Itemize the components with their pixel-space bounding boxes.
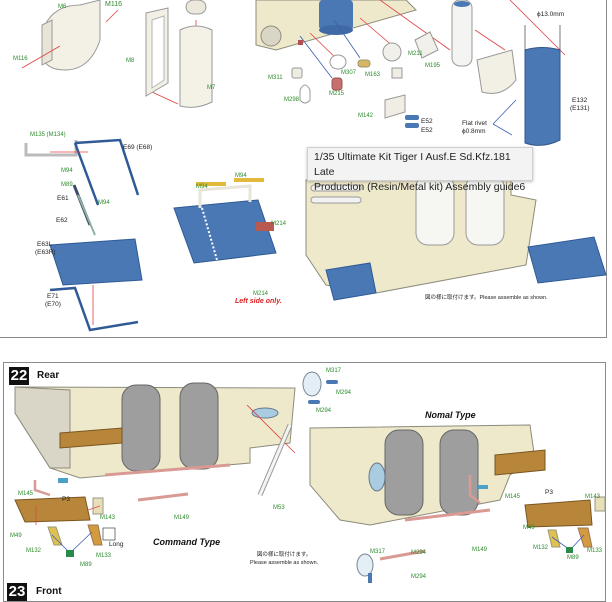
label-22l-m145: M145: [18, 491, 34, 497]
label-22l-m89: M89: [80, 562, 92, 568]
label-e69: E69 (E68): [123, 144, 153, 151]
hull-rear-render-top: [255, 0, 417, 51]
label-22r-m132: M132: [533, 545, 549, 551]
label-22r-m294-b: M294: [316, 408, 332, 414]
label-22l-p3: P3: [62, 496, 70, 503]
normal-type-title: Nomal Type: [425, 410, 476, 420]
exhaust-cover-m7-illustration: [179, 0, 213, 108]
step-23-number: 23: [7, 583, 27, 601]
label-22r-m145: M145: [505, 494, 521, 500]
label-22r-m49: M49: [523, 525, 535, 531]
command-type-exploded-parts: [14, 424, 293, 557]
label-m94-c: M94: [196, 184, 208, 190]
assemble-note-step22: 図の様に取付けます。 Please assemble as shown.: [250, 551, 318, 567]
label-22r-p3: P3: [545, 489, 553, 496]
label-22r-m89: M89: [567, 555, 579, 561]
label-m311: M311: [268, 75, 283, 81]
label-m8: M8: [126, 58, 135, 64]
label-22l-m133: M133: [96, 553, 112, 559]
label-e70: (E70): [45, 301, 61, 308]
label-m94-d: M94: [235, 173, 247, 179]
label-e52-a: E52: [421, 118, 433, 125]
step-22-title: Rear: [37, 370, 60, 381]
label-m116-left: M116: [13, 56, 28, 62]
label-22l-m132: M132: [26, 548, 42, 554]
label-flat-rivet: Flat rivet: [462, 120, 487, 127]
label-m116-top: M116: [104, 1, 123, 8]
label-22r-m294-c: M294: [411, 550, 427, 556]
label-m215: M215: [329, 91, 345, 97]
step-23-title: Front: [36, 586, 62, 597]
bracket-m6-illustration: [41, 0, 101, 71]
exhaust-guard-bracket-illustration: [476, 49, 517, 94]
label-e63l: E63L: [37, 241, 53, 248]
tooltip-line-2: Production (Resin/Metal kit) Assembly gu…: [314, 181, 526, 193]
fender-exploded-illustration: [24, 138, 143, 332]
label-m89: M89: [61, 182, 73, 188]
label-diameter-13mm: ϕ13.0mm: [537, 11, 565, 18]
hull-with-fenders-render: [305, 174, 607, 301]
label-e132: E132: [572, 97, 588, 104]
label-22l-m49: M49: [10, 533, 22, 539]
label-m7: M7: [207, 85, 216, 91]
exhaust-shield-e132-illustration: [524, 25, 561, 146]
command-type-title: Command Type: [153, 537, 221, 547]
label-m214-b: M214: [253, 291, 269, 297]
label-m135: M135 (M134): [30, 132, 66, 138]
label-m307: M307: [341, 70, 357, 76]
command-type-hull-render: [14, 382, 296, 479]
label-22l-m149: M149: [174, 515, 190, 521]
label-22r-m294-a: M294: [336, 390, 352, 396]
label-22r-m149: M149: [472, 547, 488, 553]
small-parts-cluster: [291, 31, 439, 128]
label-22r-m317-b: M317: [370, 549, 386, 555]
label-flat-rivet-diameter: ϕ0.8mm: [462, 128, 486, 135]
tooltip-line-1: 1/35 Ultimate Kit Tiger I Ausf.E Sd.Kfz.…: [314, 151, 511, 178]
normal-type-exploded-parts: [356, 475, 606, 583]
image-title-tooltip: 1/35 Ultimate Kit Tiger I Ausf.E Sd.Kfz.…: [307, 147, 533, 193]
label-e63r: (E63R): [35, 249, 56, 256]
label-m94-a: M94: [61, 168, 73, 174]
left-side-only-note: Left side only.: [235, 298, 282, 305]
label-e71: E71: [47, 293, 59, 300]
normal-type-hull-render: [309, 424, 546, 526]
assemble-note-jp: 図の様に取付けます。: [256, 552, 312, 558]
guide-lines-top-middle: [299, 0, 566, 136]
label-m163: M163: [365, 72, 381, 78]
label-e61: E61: [57, 195, 69, 202]
label-e131: (E131): [570, 105, 590, 112]
label-e62: E62: [56, 217, 68, 224]
label-e52-b: E52: [421, 127, 433, 134]
label-m298: M298: [284, 97, 300, 103]
label-m6: M6: [58, 4, 67, 10]
label-m94-b: M94: [98, 200, 110, 206]
label-m211: M211: [408, 51, 423, 57]
label-m214-a: M214: [271, 221, 287, 227]
fender-assembled-illustration: [173, 178, 277, 264]
normal-type-parts-top: [302, 371, 338, 404]
label-22l-m143: M143: [100, 515, 116, 521]
label-22l-long: Long: [109, 541, 124, 548]
exhaust-tube-illustration: [451, 0, 473, 67]
step-22-number: 22: [9, 367, 29, 385]
assemble-note-en: Please assemble as shown.: [250, 560, 319, 566]
label-22r-m133: M133: [587, 548, 603, 554]
label-22r-m143: M143: [585, 494, 601, 500]
label-22r-m294-d: M294: [411, 574, 427, 580]
label-22l-m53: M53: [273, 505, 285, 511]
label-22r-m317-a: M317: [326, 368, 342, 374]
label-m142: M142: [358, 113, 374, 119]
assemble-as-shown-note-top: 図の様に取付けます。Please assemble as shown.: [425, 295, 548, 301]
exhaust-guard-m8-illustration: [145, 7, 169, 97]
label-m195: M195: [425, 63, 441, 69]
